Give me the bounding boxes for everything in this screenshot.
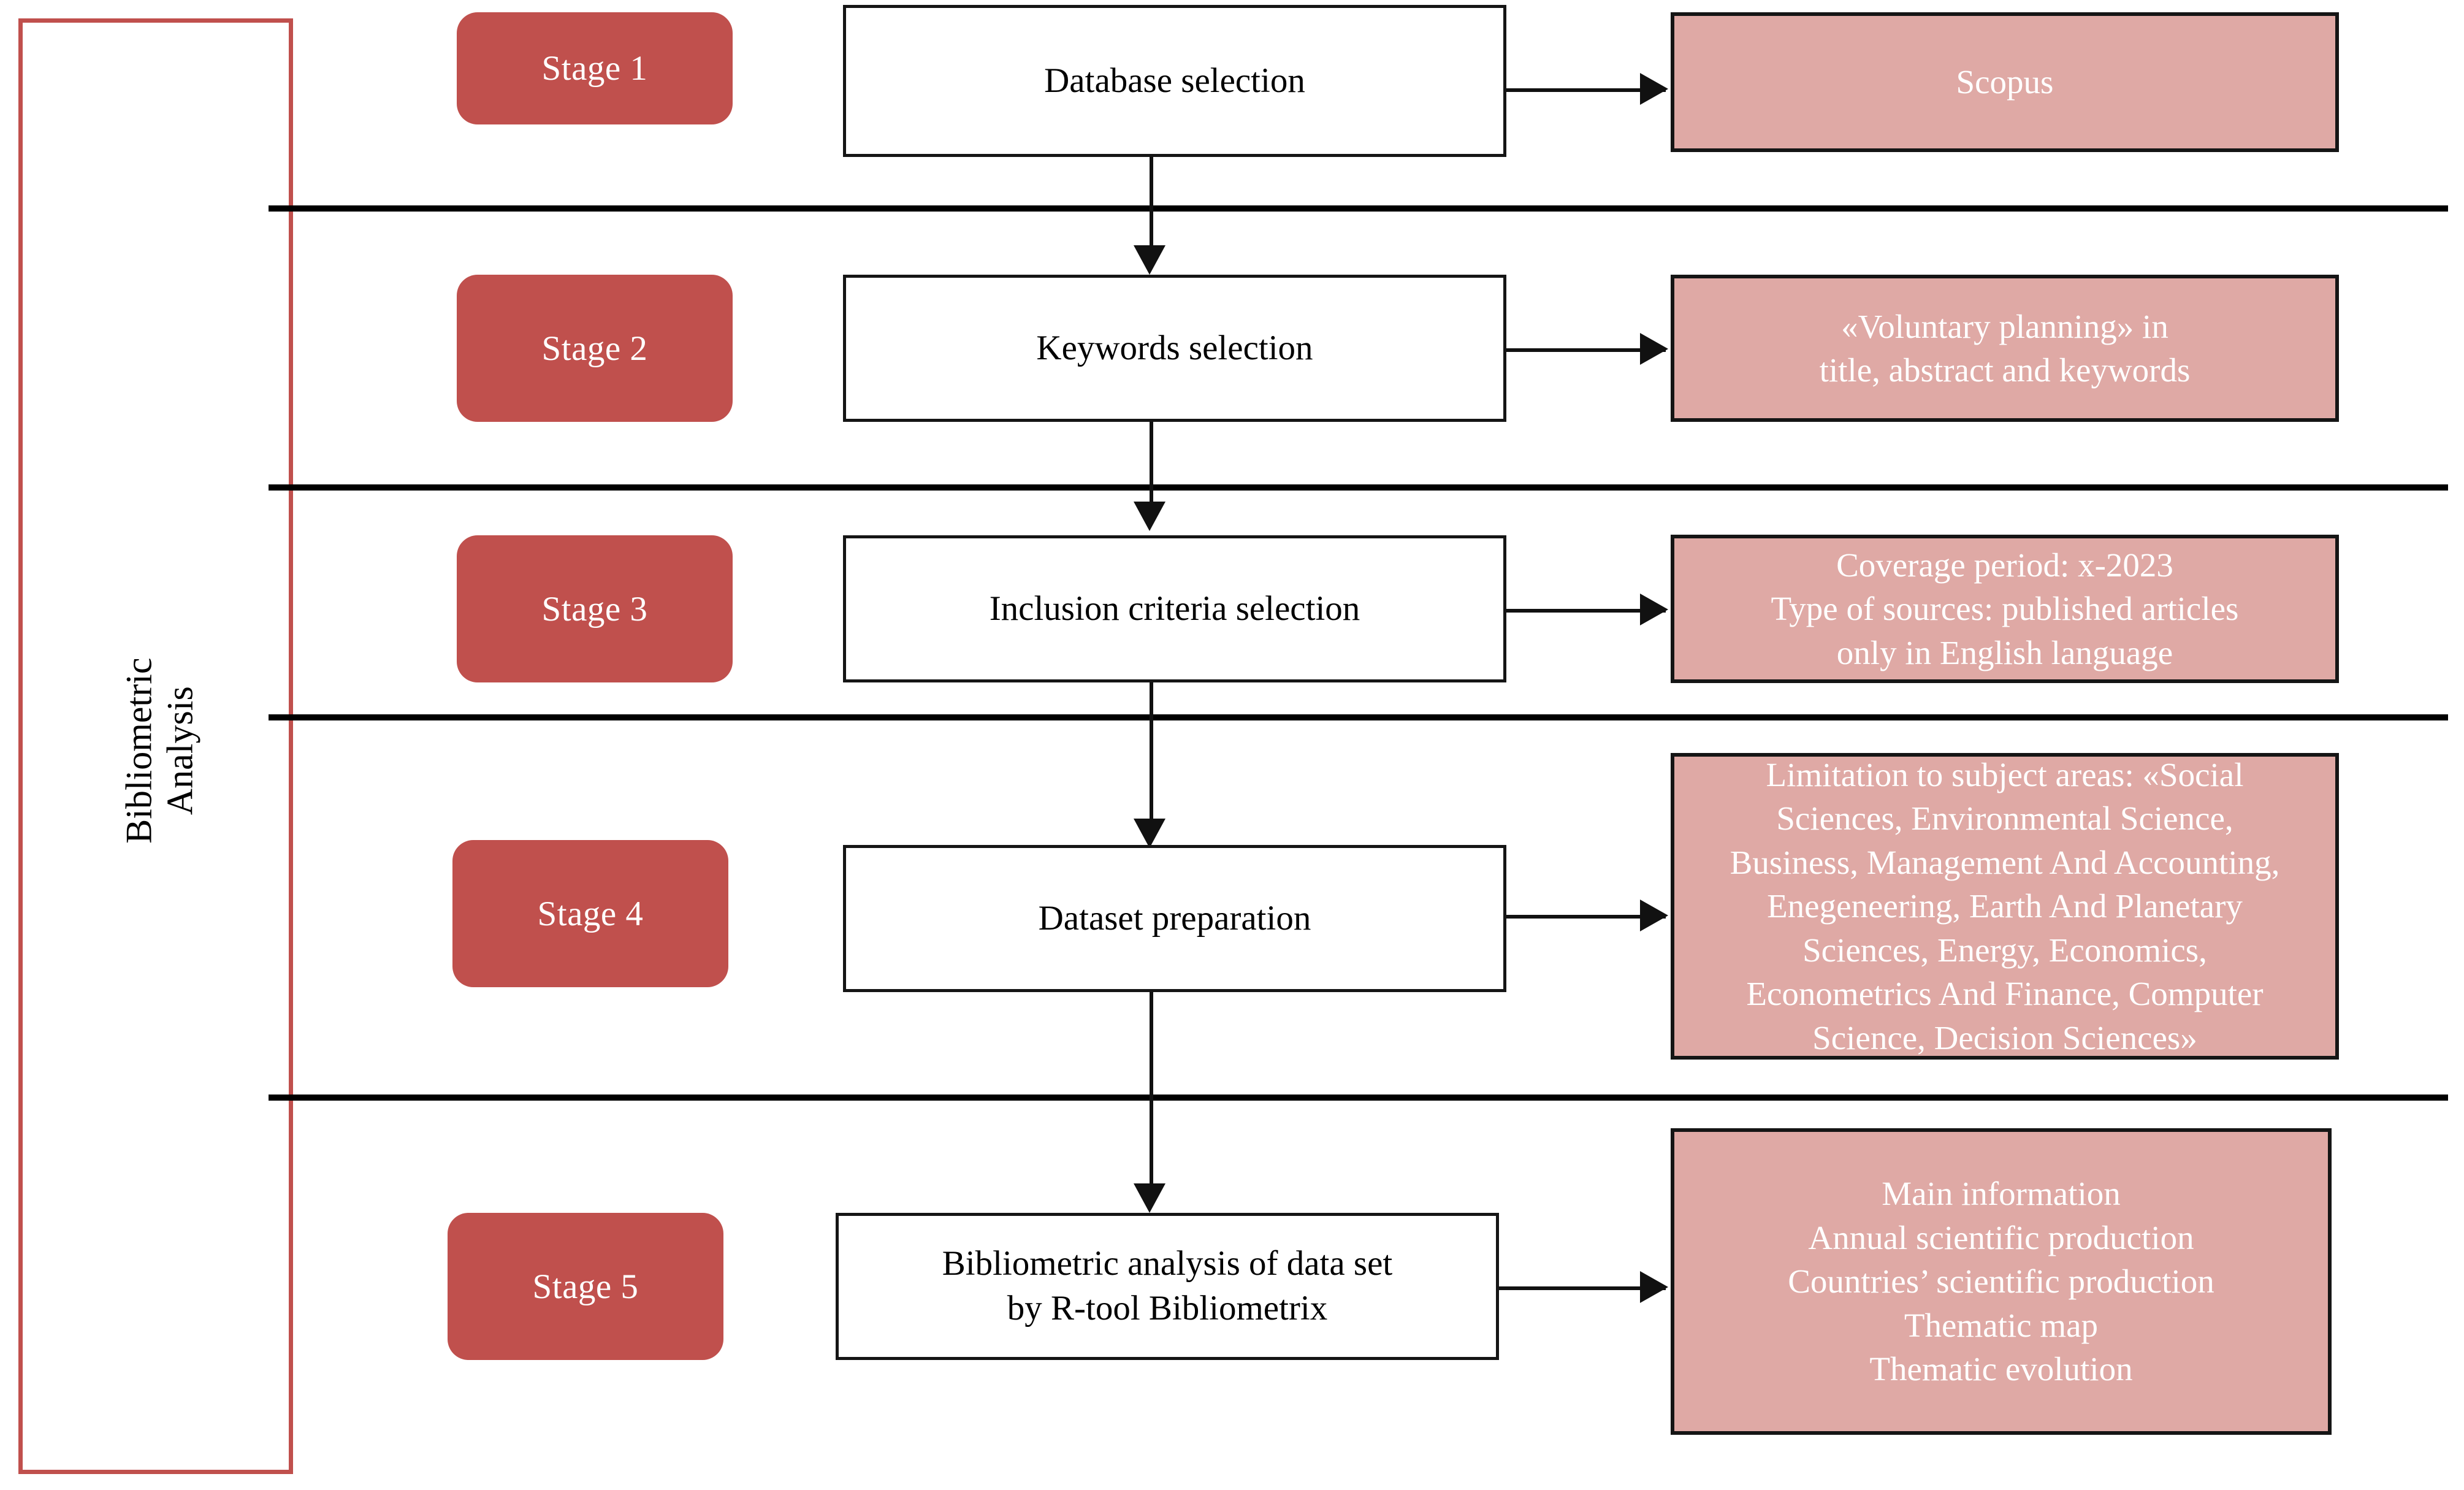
group-label-text: Bibliometric Analysis xyxy=(118,657,200,844)
arrow-down-icon-1 xyxy=(1134,245,1165,275)
stage-badge-3-label: Stage 3 xyxy=(541,589,648,628)
process-box-2[interactable]: Keywords selection xyxy=(843,275,1506,422)
flow-line-4-5 xyxy=(1150,992,1153,1194)
process-box-5[interactable]: Bibliometric analysis of data set by R-t… xyxy=(836,1213,1499,1360)
process-box-1[interactable]: Database selection xyxy=(843,5,1506,157)
stage-badge-3[interactable]: Stage 3 xyxy=(457,535,733,682)
stage-divider-3 xyxy=(269,714,2448,720)
arrow-right-icon-2 xyxy=(1640,333,1668,365)
stage-badge-1[interactable]: Stage 1 xyxy=(457,12,733,124)
stage-badge-2-label: Stage 2 xyxy=(541,329,648,368)
detail-box-3: Coverage period: x-2023 Type of sources:… xyxy=(1671,535,2339,683)
arrow-right-icon-5 xyxy=(1640,1271,1668,1303)
stage-badge-5-label: Stage 5 xyxy=(532,1267,639,1306)
stage-badge-2[interactable]: Stage 2 xyxy=(457,275,733,422)
group-label-wrapper: Bibliometric Analysis xyxy=(23,23,297,1478)
detail-box-4: Limitation to subject areas: «Social Sci… xyxy=(1671,753,2339,1060)
detail-box-1: Scopus xyxy=(1671,12,2339,152)
arrow-right-icon-1 xyxy=(1640,73,1668,105)
connector-5-horizontal xyxy=(1499,1286,1666,1290)
flow-line-2-3 xyxy=(1150,422,1153,514)
stage-divider-4 xyxy=(269,1095,2448,1101)
process-box-3[interactable]: Inclusion criteria selection xyxy=(843,535,1506,682)
arrow-right-icon-4 xyxy=(1640,900,1668,931)
detail-box-3-label: Coverage period: x-2023 Type of sources:… xyxy=(1771,546,2239,671)
detail-box-1-label: Scopus xyxy=(1956,63,2054,101)
connector-4-horizontal xyxy=(1506,915,1666,919)
arrow-down-icon-2 xyxy=(1134,502,1165,531)
detail-box-2-label: «Voluntary planning» in title, abstract … xyxy=(1819,307,2191,389)
flow-line-3-4 xyxy=(1150,682,1153,830)
stage-badge-1-label: Stage 1 xyxy=(541,49,648,88)
flow-line-1-2 xyxy=(1150,157,1153,258)
connector-3-horizontal xyxy=(1506,609,1666,613)
process-box-4-label: Dataset preparation xyxy=(1038,898,1311,938)
process-box-3-label: Inclusion criteria selection xyxy=(989,589,1360,628)
arrow-down-icon-4 xyxy=(1134,1183,1165,1213)
detail-box-2: «Voluntary planning» in title, abstract … xyxy=(1671,275,2339,422)
stage-badge-4[interactable]: Stage 4 xyxy=(452,840,728,987)
arrow-down-icon-3 xyxy=(1134,819,1165,848)
process-box-5-label: Bibliometric analysis of data set by R-t… xyxy=(942,1244,1393,1328)
stage-divider-1 xyxy=(269,205,2448,212)
process-box-1-label: Database selection xyxy=(1044,61,1305,100)
process-box-4[interactable]: Dataset preparation xyxy=(843,845,1506,992)
detail-box-5: Main information Annual scientific produ… xyxy=(1671,1128,2332,1435)
detail-box-4-label: Limitation to subject areas: «Social Sci… xyxy=(1730,755,2280,1056)
connector-1-horizontal xyxy=(1506,88,1666,92)
process-box-2-label: Keywords selection xyxy=(1036,328,1313,367)
connector-2-horizontal xyxy=(1506,348,1666,352)
bibliometric-analysis-group-frame: Bibliometric Analysis xyxy=(18,18,293,1474)
detail-box-5-label: Main information Annual scientific produ… xyxy=(1788,1175,2214,1388)
stage-badge-4-label: Stage 4 xyxy=(537,894,644,933)
arrow-right-icon-3 xyxy=(1640,594,1668,625)
stage-divider-2 xyxy=(269,484,2448,491)
stage-badge-5[interactable]: Stage 5 xyxy=(448,1213,723,1360)
